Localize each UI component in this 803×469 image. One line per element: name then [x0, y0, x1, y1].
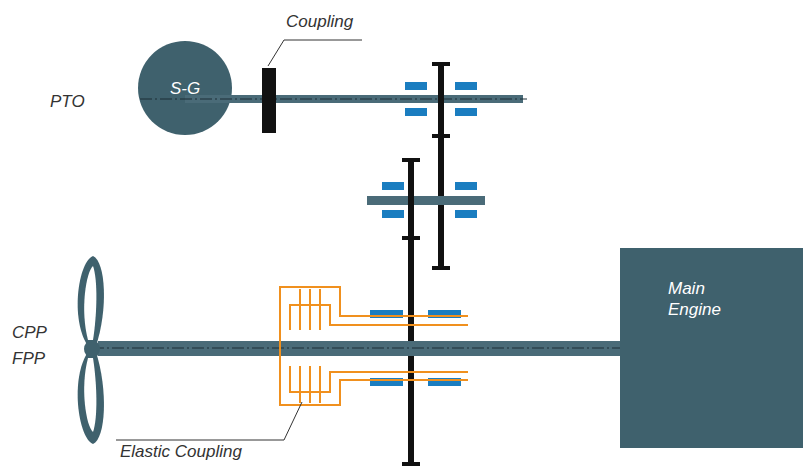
gear-cap [432, 62, 450, 66]
gear-mesh [402, 236, 420, 240]
part-name: PTO [50, 92, 85, 112]
leader-line [116, 402, 302, 440]
part-name: CPP [12, 323, 47, 343]
coupling-disc [262, 68, 276, 133]
propeller [78, 256, 104, 444]
gear-mesh [432, 134, 450, 138]
part-name: FPP [12, 349, 45, 369]
engine-box: Main Engine [620, 248, 803, 448]
gear-cap [402, 462, 420, 466]
node-label: S-G [170, 78, 200, 99]
blade-highlight [84, 266, 96, 340]
elastic-coupling [280, 287, 468, 405]
node-label: Main Engine [668, 278, 758, 320]
bearings [382, 182, 477, 218]
generator-body [138, 41, 232, 135]
blade-highlight [84, 358, 96, 432]
gear-cap [402, 158, 420, 162]
intermediate-shaft [367, 196, 485, 205]
part-name: Elastic Coupling [120, 442, 242, 462]
gear-wheel [438, 62, 444, 270]
part-name: Coupling [286, 12, 353, 32]
bearings [405, 82, 477, 116]
gear-wheel [408, 160, 414, 465]
bearings [370, 310, 461, 386]
leader-line [268, 40, 362, 66]
centerline [140, 99, 527, 100]
gear-cap [432, 266, 450, 270]
generator-circle: S-G [148, 68, 222, 108]
